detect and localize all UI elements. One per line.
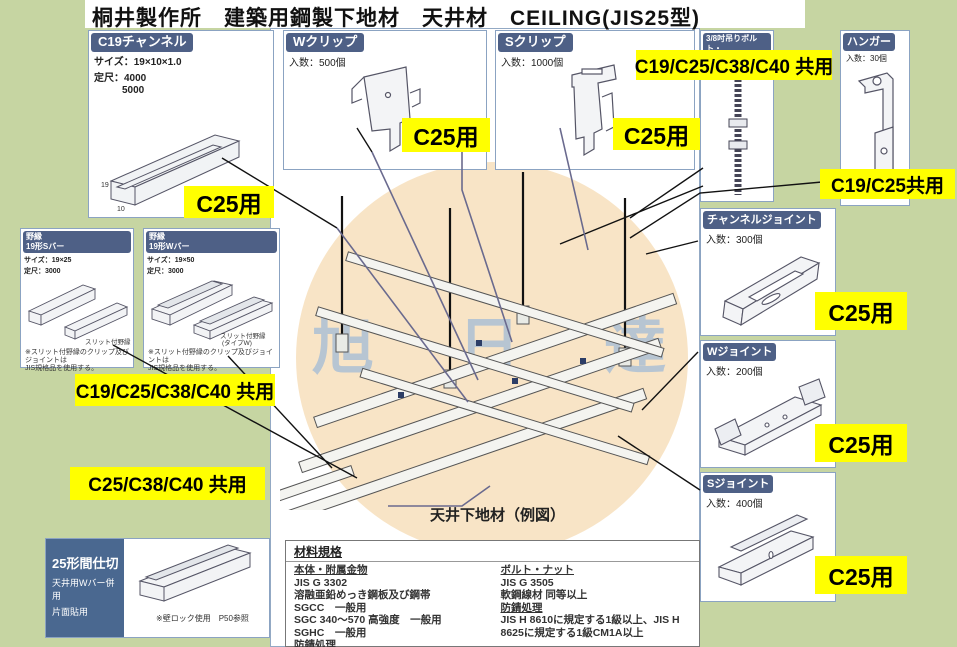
c19-channel-box: C19チャンネル サイズ：19×10×1.0 定尺：4000 5000 19 1… <box>88 30 274 218</box>
w-bar-header-line2: 19形Wバー <box>149 242 190 251</box>
c19-dim-height: 19 <box>101 182 109 189</box>
material-spec-table: 材料規格 本体・附属金物 JIS G 3302 溶融亜鉛めっき鋼板及び鋼帯 SG… <box>285 540 700 647</box>
w-joint-header: Wジョイント <box>703 343 777 361</box>
w-joint-drawing <box>714 378 826 456</box>
ceiling-frame-drawing <box>280 172 678 510</box>
c19-length2: 5000 <box>122 85 145 96</box>
c19-size: サイズ：19×10×1.0 <box>94 57 182 68</box>
label-common-partition: C25/C38/C40 共用 <box>70 467 265 500</box>
c19-dim-width: 10 <box>117 206 125 213</box>
w-bar-drawing <box>150 280 274 340</box>
w-bar-size: サイズ：19×50 <box>147 257 195 264</box>
channel-joint-drawing <box>722 256 821 327</box>
hanger-mark <box>335 333 349 353</box>
s-bar-header-line1: 野縁 <box>26 232 42 241</box>
w-bar-header: 野縁 19形Wバー <box>146 231 277 253</box>
channel-joint-qty: 入数：300個 <box>706 235 763 246</box>
furring-bar <box>345 251 665 358</box>
w-bar-header-line1: 野縁 <box>149 232 165 241</box>
partition-box: 25形間仕切 天井用Wバー併用 片面貼用 ※壁ロック使用 P50参照 <box>45 538 270 638</box>
spec-col-body: 本体・附属金物 JIS G 3302 溶融亜鉛めっき鋼板及び鋼帯 SGCC 一般… <box>294 564 442 647</box>
hanger-qty: 入数：30個 <box>846 54 887 63</box>
spec-table-columns: 本体・附属金物 JIS G 3302 溶融亜鉛めっき鋼板及び鋼帯 SGCC 一般… <box>286 561 699 647</box>
s-joint-qty: 入数：400個 <box>706 499 763 510</box>
w-clip-qty: 入数：500個 <box>289 58 346 69</box>
w-bar-slit-sublabel: (タイプW) <box>222 340 252 347</box>
page-title: 桐井製作所 建築用鋼製下地材 天井材 CEILING(JIS25型) <box>92 7 701 30</box>
c19-length1: 定尺：4000 <box>94 73 147 84</box>
label-c25-s-joint: C25用 <box>815 556 907 594</box>
hanger-header: ハンガー <box>843 33 895 51</box>
s-bar-header: 野縁 19形Sバー <box>23 231 131 253</box>
label-common-hanger: C19/C25共用 <box>820 169 955 199</box>
channel-joint-header: チャンネルジョイント <box>703 211 821 229</box>
w-bar-note: ※スリット付野縁のクリップ及びジョイントは JIS規格品を使用する。 <box>148 349 273 372</box>
s-bar-header-line2: 19形Sバー <box>26 242 65 251</box>
spec-table-title: 材料規格 <box>294 545 343 559</box>
s-joint-box: Sジョイント 入数：400個 <box>700 472 836 602</box>
partition-note: ※壁ロック使用 P50参照 <box>156 614 249 623</box>
label-common-top: C19/C25/C38/C40 共用 <box>635 50 833 80</box>
w-bar-length: 定尺：3000 <box>147 268 184 275</box>
furring-bar <box>359 367 651 466</box>
spec-col-bolt: ボルト・ナット JIS G 3505 軟鋼線材 同等以上 防錆処理 JIS H … <box>500 564 680 639</box>
title-strip <box>85 0 805 28</box>
label-c25-sclip: C25用 <box>613 118 700 150</box>
w-bar-slit-label: スリット付野縁 <box>220 333 266 340</box>
s-bar-length: 定尺：3000 <box>24 268 61 275</box>
diagram-caption: 天井下地材（例図） <box>430 507 566 524</box>
c19-channel-drawing: 19 10 <box>101 134 241 213</box>
c19-channel-header: C19チャンネル <box>91 33 194 52</box>
furring-bar <box>315 306 635 413</box>
s-joint-drawing <box>717 514 815 586</box>
label-c25-w-joint: C25用 <box>815 424 907 462</box>
w-joint-qty: 入数：200個 <box>706 367 763 378</box>
hanging-bolt-drawing <box>728 59 748 195</box>
s-bar-box: 野縁 19形Sバー サイズ：19×25 定尺：3000 スリット付野縁 ※スリッ… <box>20 228 134 372</box>
s-bar-note: ※スリット付野縁のクリップ及びジョイントは JIS規格品を使用する。 <box>25 349 129 372</box>
w-clip-header: Wクリップ <box>286 33 365 52</box>
label-common-bars: C19/C25/C38/C40 共用 <box>75 374 275 406</box>
partition-blue-panel: 25形間仕切 天井用Wバー併用 片面貼用 <box>46 539 124 637</box>
s-bar-slit-label: スリット付野縁 <box>85 339 131 346</box>
s-joint-header: Sジョイント <box>703 475 774 493</box>
w-joint-box: Wジョイント 入数：200個 <box>700 340 836 468</box>
hanging-bolt-header-line1: 3/8吋吊りボルト・ <box>706 34 758 53</box>
s-clip-header: Sクリップ <box>498 33 573 52</box>
w-clip-drawing <box>351 66 421 153</box>
partition-sub2: 片面貼用 <box>52 607 89 617</box>
label-c25-channel-joint: C25用 <box>815 292 907 330</box>
s-bar-size: サイズ：19×25 <box>24 257 72 264</box>
partition-sub1: 天井用Wバー併用 <box>52 578 115 601</box>
w-bar-box: 野縁 19形Wバー サイズ：19×50 定尺：3000 スリット付野縁 (タイプ… <box>143 228 280 372</box>
label-c25-wclip: C25用 <box>402 118 490 152</box>
s-bar-drawing <box>27 284 129 340</box>
w-clip-box: Wクリップ 入数：500個 <box>283 30 487 170</box>
partition-stud-drawing <box>138 544 252 602</box>
partition-title: 25形間仕切 <box>52 556 119 571</box>
s-clip-qty: 入数：1000個 <box>501 58 564 69</box>
label-c25-c19channel: C25用 <box>184 186 274 218</box>
